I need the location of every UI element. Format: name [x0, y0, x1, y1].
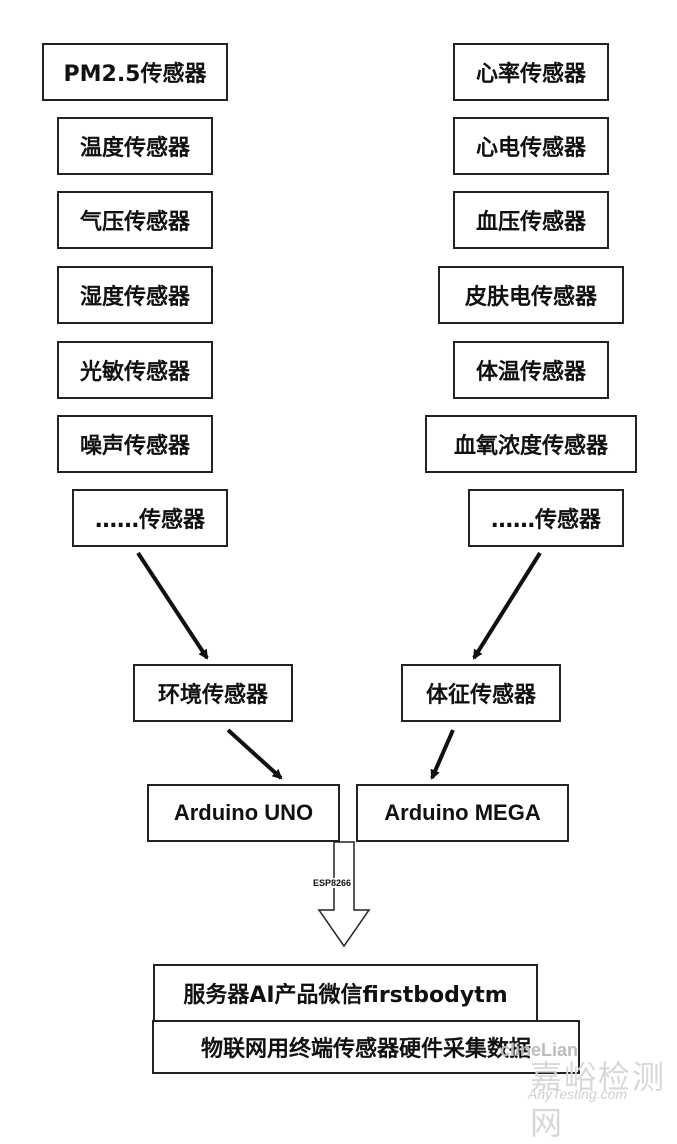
sensor-blood-pressure: 血压传感器 — [453, 191, 609, 249]
vital-sensor-label: 体征传感器 — [425, 683, 536, 708]
arrow-right-to-vital — [472, 551, 542, 660]
arduino-uno-label: Arduino UNO — [173, 800, 314, 825]
sensor-more-right: ……传感器 — [468, 489, 624, 547]
arrow-vital-to-mega — [430, 729, 455, 780]
sensor-pm25-label: PM2.5传感器 — [63, 62, 207, 87]
footer-box: 物联网用终端传感器硬件采集数据 — [152, 1020, 580, 1074]
sensor-heart-rate-label: 心率传感器 — [475, 62, 586, 87]
watermark-name: clineLian — [500, 1040, 579, 1060]
sensor-more-right-label: ……传感器 — [490, 508, 601, 533]
esp8266-label: ESP8266 — [312, 878, 353, 888]
env-sensor-box: 环境传感器 — [133, 664, 293, 722]
sensor-humidity: 湿度传感器 — [57, 266, 213, 324]
server-box: 服务器AI产品微信firstbodytm — [153, 964, 538, 1022]
sensor-more-left-label: ……传感器 — [94, 508, 205, 533]
sensor-gsr-label: 皮肤电传感器 — [464, 285, 597, 310]
sensor-pm25: PM2.5传感器 — [42, 43, 228, 101]
sensor-gsr: 皮肤电传感器 — [438, 266, 624, 324]
sensor-spo2-label: 血氧浓度传感器 — [453, 434, 608, 459]
connector-arrows — [136, 551, 542, 948]
server-label: 服务器AI产品微信firstbodytm — [183, 983, 508, 1008]
sensor-more-left: ……传感器 — [72, 489, 228, 547]
arrow-env-to-uno — [226, 728, 283, 780]
sensor-temperature-label: 温度传感器 — [79, 136, 190, 161]
sensor-noise-label: 噪声传感器 — [79, 434, 190, 459]
wifi-arrow-icon — [317, 841, 371, 948]
sensor-humidity-label: 湿度传感器 — [79, 285, 190, 310]
watermark-url: AnyTesting.com — [528, 1086, 628, 1102]
sensor-body-temp-label: 体温传感器 — [475, 360, 586, 385]
arduino-uno-box: Arduino UNO — [147, 784, 340, 842]
arduino-mega-box: Arduino MEGA — [356, 784, 569, 842]
sensor-ecg: 心电传感器 — [453, 117, 609, 175]
sensor-spo2: 血氧浓度传感器 — [425, 415, 637, 473]
sensor-body-temp: 体温传感器 — [453, 341, 609, 399]
vital-sensor-box: 体征传感器 — [401, 664, 561, 722]
sensor-heart-rate: 心率传感器 — [453, 43, 609, 101]
sensor-ecg-label: 心电传感器 — [475, 136, 586, 161]
footer-label: 物联网用终端传感器硬件采集数据 — [200, 1037, 531, 1062]
env-sensor-label: 环境传感器 — [157, 683, 268, 708]
sensor-pressure-label: 气压传感器 — [79, 210, 190, 235]
sensor-light: 光敏传感器 — [57, 341, 213, 399]
sensor-pressure: 气压传感器 — [57, 191, 213, 249]
sensor-noise: 噪声传感器 — [57, 415, 213, 473]
arduino-mega-label: Arduino MEGA — [384, 800, 541, 825]
sensor-temperature: 温度传感器 — [57, 117, 213, 175]
sensor-light-label: 光敏传感器 — [79, 360, 190, 385]
arrow-left-to-env — [136, 551, 209, 660]
sensor-blood-pressure-label: 血压传感器 — [475, 210, 586, 235]
